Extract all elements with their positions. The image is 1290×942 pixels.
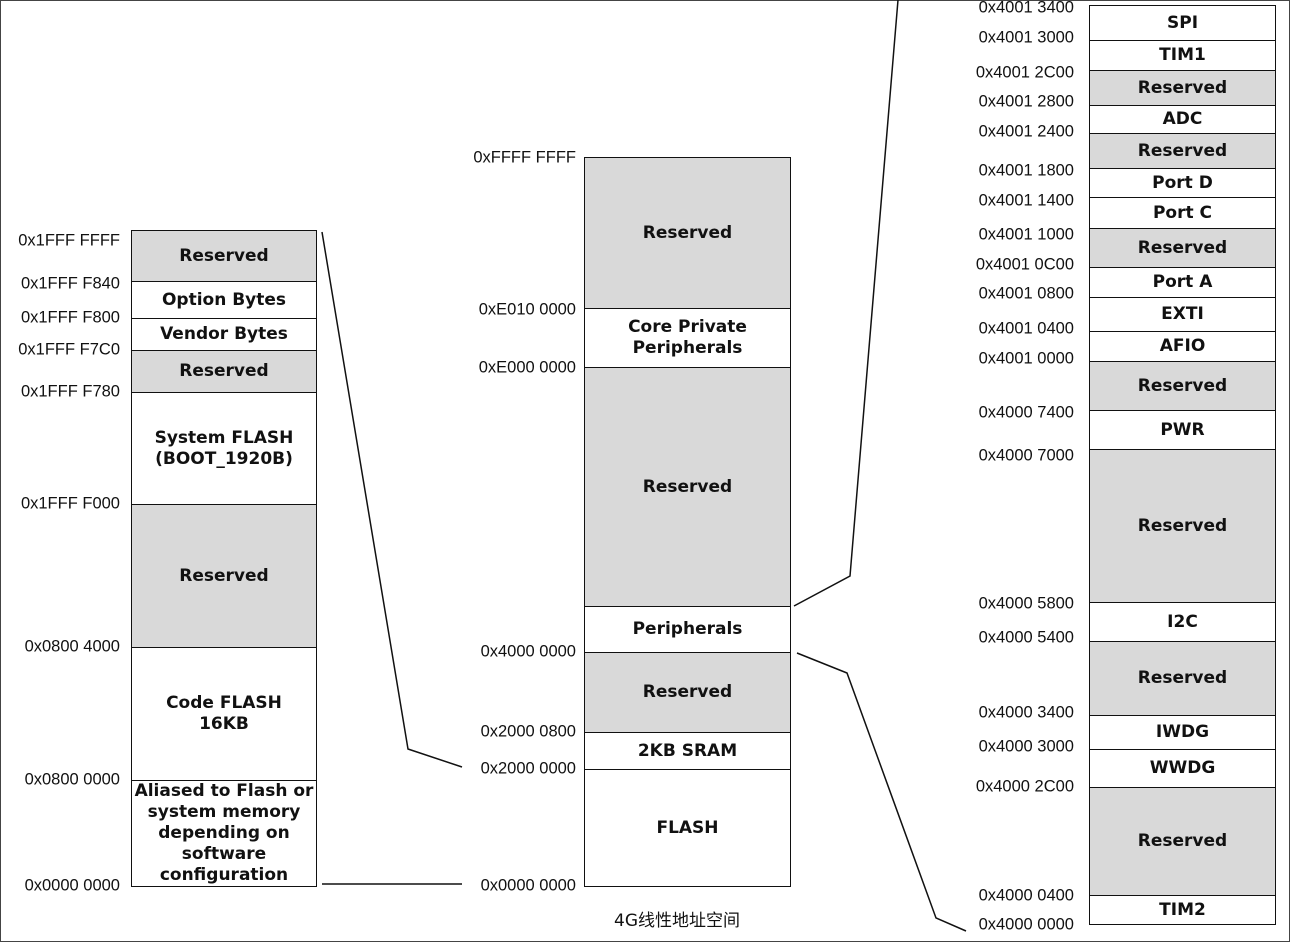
right-address-label: 0x4000 2C00	[975, 777, 1074, 796]
connector-periph-bottom	[796, 652, 967, 932]
right-address-label: 0x4001 1800	[978, 161, 1074, 180]
right-address-label: 0x4000 7000	[978, 446, 1074, 465]
left-address-label: 0x1FFF F800	[20, 308, 120, 327]
middle-address-label: 0x2000 0800	[480, 722, 576, 741]
right-region-exti: EXTI	[1089, 297, 1276, 332]
right-address-label: 0x4001 2C00	[975, 63, 1074, 82]
address-space-caption: 4G线性地址空间	[614, 911, 740, 931]
middle-address-label: 0x0000 0000	[480, 876, 576, 895]
left-region-reserved: Reserved	[131, 230, 317, 282]
middle-address-label: 0xE010 0000	[478, 300, 576, 319]
left-address-label: 0x0800 0000	[24, 770, 120, 789]
left-address-label: 0x1FFF F840	[20, 274, 120, 293]
right-region-reserved: Reserved	[1089, 228, 1276, 268]
right-address-label: 0x4001 3000	[978, 28, 1074, 47]
right-region-reserved: Reserved	[1089, 787, 1276, 896]
right-region-afio: AFIO	[1089, 331, 1276, 362]
right-address-label: 0x4000 5800	[978, 594, 1074, 613]
left-region-reserved: Reserved	[131, 504, 317, 648]
left-address-label: 0x1FFF F780	[20, 382, 120, 401]
connector-left-top	[321, 231, 463, 768]
left-region-code-flash: Code FLASH 16KB	[131, 647, 317, 781]
right-region-port-c: Port C	[1089, 197, 1276, 229]
middle-region-peripherals: Peripherals	[584, 606, 791, 653]
right-address-label: 0x4000 0000	[978, 915, 1074, 934]
right-address-label: 0x4000 3400	[978, 703, 1074, 722]
right-address-label: 0x4000 3000	[978, 737, 1074, 756]
middle-region-reserved: Reserved	[584, 367, 791, 607]
right-address-label: 0x4000 7400	[978, 403, 1074, 422]
right-region-reserved: Reserved	[1089, 133, 1276, 169]
right-region-spi: SPI	[1089, 5, 1276, 41]
left-region-aliased-to-flash-or: Aliased to Flash or system memory depend…	[131, 780, 317, 887]
left-address-label: 0x1FFF FFFF	[18, 231, 120, 250]
right-region-iwdg: IWDG	[1089, 715, 1276, 750]
right-region-adc: ADC	[1089, 105, 1276, 134]
right-address-label: 0x4001 0800	[978, 284, 1074, 303]
middle-address-label: 0xE000 0000	[478, 358, 576, 377]
right-address-label: 0x4001 2800	[978, 92, 1074, 111]
right-region-reserved: Reserved	[1089, 641, 1276, 716]
right-address-label: 0x4001 0C00	[975, 255, 1074, 274]
middle-region-reserved: Reserved	[584, 157, 791, 309]
middle-region-core-private: Core Private Peripherals	[584, 308, 791, 368]
right-address-label: 0x4000 0400	[978, 886, 1074, 905]
right-address-label: 0x4001 3400	[978, 0, 1074, 17]
right-region-port-d: Port D	[1089, 168, 1276, 198]
right-region-reserved: Reserved	[1089, 361, 1276, 411]
middle-region-flash: FLASH	[584, 769, 791, 887]
middle-region-2kb-sram: 2KB SRAM	[584, 732, 791, 770]
right-region-reserved: Reserved	[1089, 449, 1276, 603]
left-address-label: 0x0800 4000	[24, 637, 120, 656]
left-address-label: 0x1FFF F000	[20, 494, 120, 513]
right-address-label: 0x4001 1400	[978, 191, 1074, 210]
right-address-label: 0x4001 2400	[978, 122, 1074, 141]
right-region-wwdg: WWDG	[1089, 749, 1276, 788]
middle-address-label: 0x4000 0000	[480, 642, 576, 661]
right-region-reserved: Reserved	[1089, 70, 1276, 106]
right-address-label: 0x4000 5400	[978, 628, 1074, 647]
right-region-i2c: I2C	[1089, 602, 1276, 642]
right-address-label: 0x4001 0400	[978, 319, 1074, 338]
left-region-system-flash: System FLASH (BOOT_1920B)	[131, 392, 317, 505]
left-address-label: 0x1FFF F7C0	[18, 340, 120, 359]
left-region-option-bytes: Option Bytes	[131, 281, 317, 319]
right-address-label: 0x4001 0000	[978, 349, 1074, 368]
middle-region-reserved: Reserved	[584, 652, 791, 733]
right-address-label: 0x4001 1000	[978, 225, 1074, 244]
middle-address-label: 0xFFFF FFFF	[473, 148, 576, 167]
right-region-tim2: TIM2	[1089, 895, 1276, 925]
right-region-port-a: Port A	[1089, 267, 1276, 298]
left-region-reserved: Reserved	[131, 350, 317, 393]
left-address-label: 0x0000 0000	[24, 876, 120, 895]
right-region-tim1: TIM1	[1089, 40, 1276, 71]
left-region-vendor-bytes: Vendor Bytes	[131, 318, 317, 351]
right-region-pwr: PWR	[1089, 410, 1276, 450]
middle-address-label: 0x2000 0000	[480, 759, 576, 778]
connector-periph-top	[793, 0, 899, 607]
